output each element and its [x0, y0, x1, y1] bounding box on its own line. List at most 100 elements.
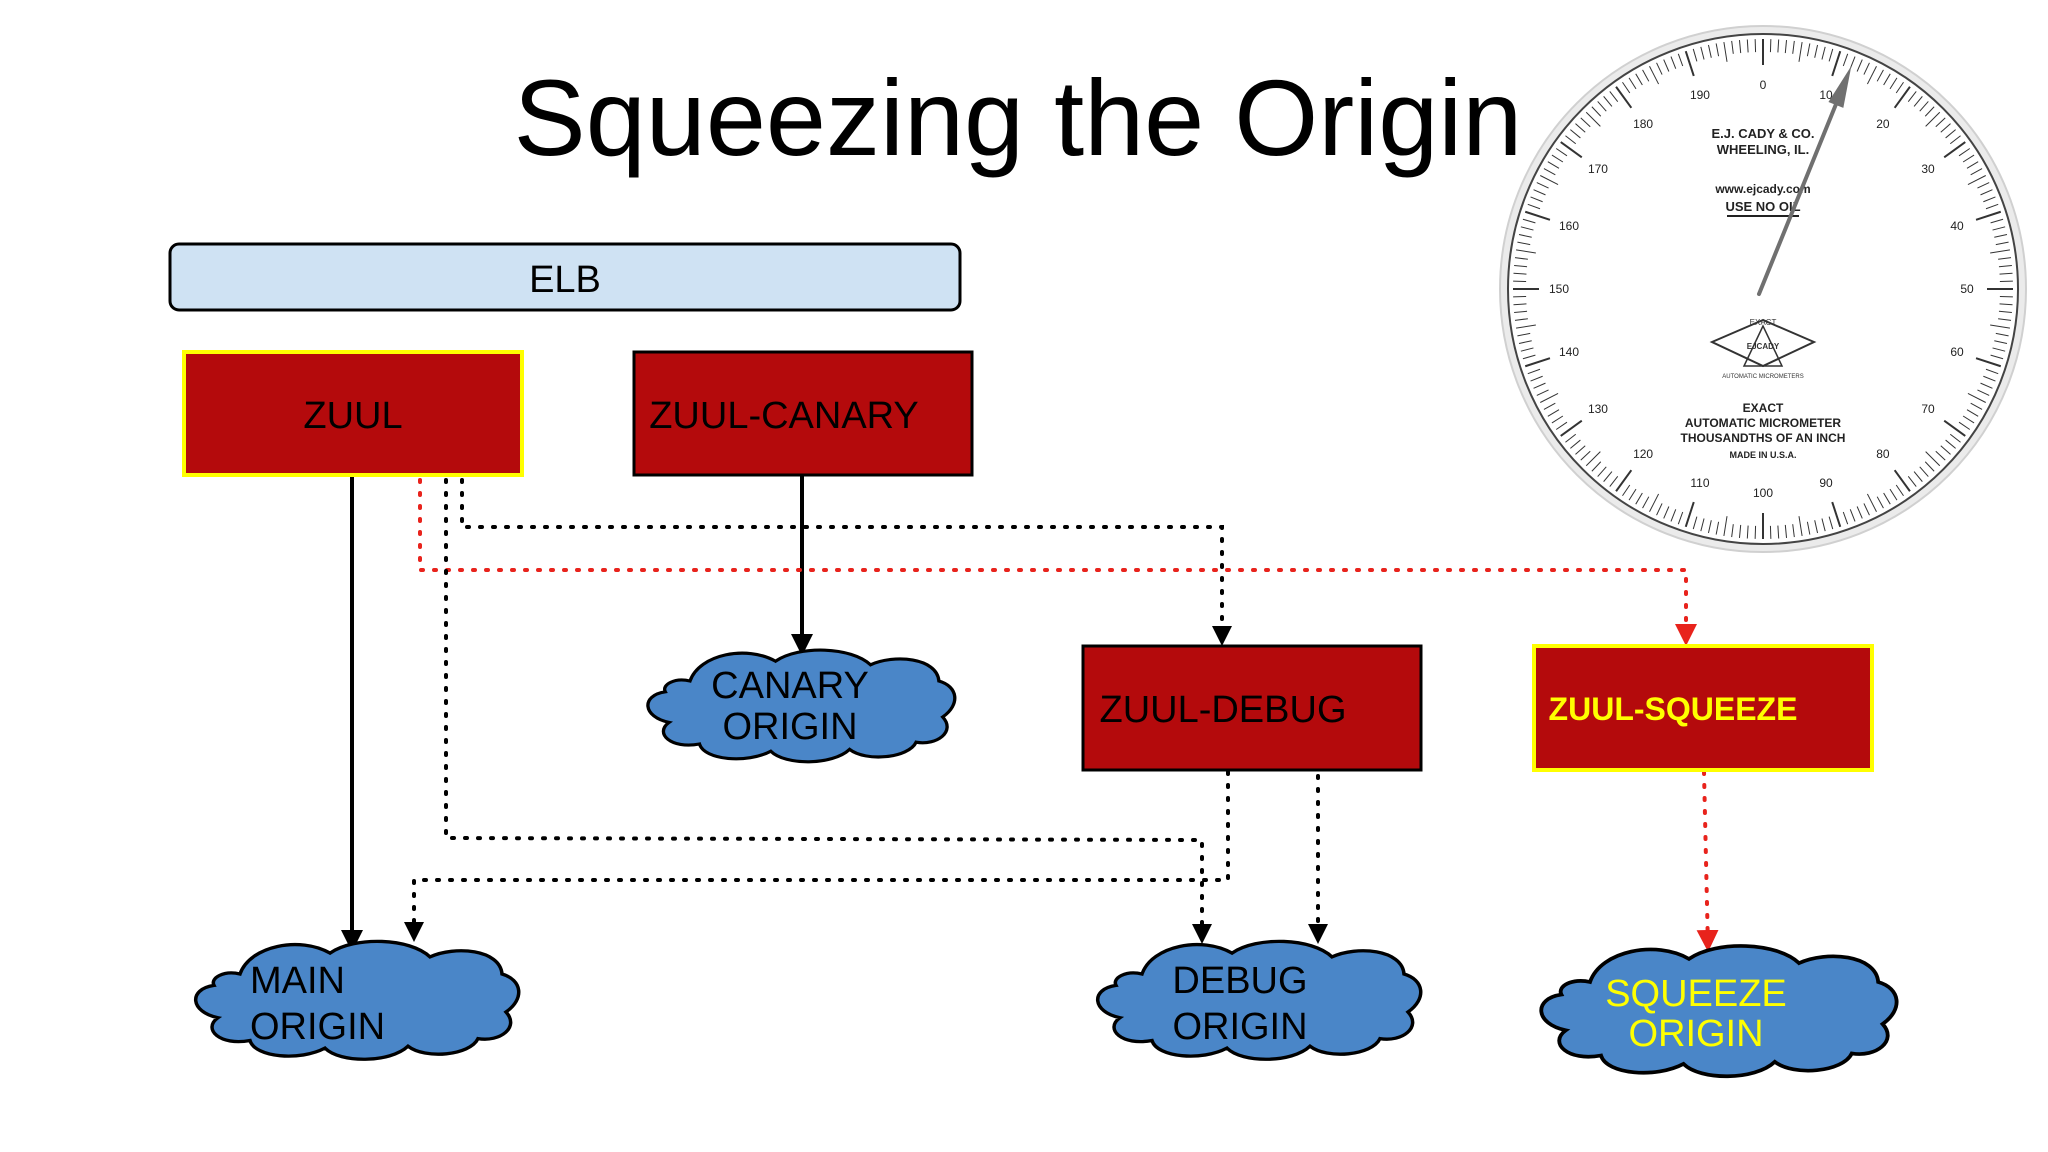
dial-tick — [1723, 41, 1728, 62]
dial-origin: MADE IN U.S.A. — [1729, 450, 1796, 460]
dial-tick — [1670, 509, 1677, 522]
dial-tick — [1962, 154, 1975, 163]
dial-tick — [1919, 466, 1929, 477]
dial-tick — [1723, 516, 1728, 537]
dial-tick — [1540, 392, 1559, 403]
dial-tick — [1907, 91, 1917, 103]
dial-tick — [1692, 48, 1698, 62]
dial-tick — [1628, 77, 1637, 90]
dial-tick — [1842, 511, 1849, 525]
dial-tick — [1540, 175, 1559, 186]
dial-tick — [1656, 503, 1663, 516]
dial-scale-label: 70 — [1921, 402, 1935, 416]
zuul-canary-box: ZUUL-CANARY — [632, 350, 974, 477]
debug-origin-line2: ORIGIN — [1172, 1006, 1307, 1048]
dial-scale-label: 140 — [1559, 345, 1579, 359]
dial-tick — [1806, 43, 1811, 57]
dial-tick — [1828, 516, 1834, 530]
dial-tick — [1635, 492, 1643, 505]
dial-tick — [1517, 241, 1531, 246]
dial-tick — [1692, 516, 1698, 530]
dial-tick — [1551, 415, 1564, 424]
dial-tick — [1642, 69, 1650, 82]
dial-tick — [1792, 40, 1795, 54]
dial-scale-label: 50 — [1960, 282, 1974, 296]
dial-tick — [1995, 332, 2009, 337]
dial-tick — [1999, 272, 2013, 275]
dial-tick — [1615, 86, 1633, 109]
dial-tick — [1940, 445, 1951, 455]
dial-logo-bottom: AUTOMATIC MICROMETERS — [1722, 374, 1803, 380]
zuul-label: ZUUL — [303, 395, 402, 437]
dial-tick — [1966, 409, 1979, 417]
dial-tick — [1828, 48, 1834, 62]
dial-tick — [1585, 451, 1601, 467]
dial-tick — [1821, 518, 1826, 532]
dial-tick — [1994, 233, 2008, 238]
dial-tick — [1527, 203, 1541, 210]
dial-tick — [1649, 493, 1660, 512]
page-title: Squeezing the Origin — [514, 57, 1523, 178]
dial-tick — [1998, 318, 2012, 321]
dial-scale-label: 180 — [1633, 117, 1653, 131]
dial-tick — [1585, 111, 1601, 127]
dial-tick — [1520, 347, 1534, 352]
zuul-squeeze-box: ZUUL-SQUEEZE — [1532, 644, 1874, 772]
dial-tick — [1814, 520, 1819, 534]
dial-caption-line2: AUTOMATIC MICROMETER — [1685, 416, 1842, 430]
dial-maker-line1: E.J. CADY & CO. — [1711, 126, 1814, 141]
dial-tick — [1883, 73, 1891, 86]
zuul-debug-box: ZUUL-DEBUG — [1081, 644, 1423, 772]
dial-scale-label: 0 — [1760, 78, 1767, 92]
canary-origin-line1: CANARY — [711, 665, 869, 707]
dial-scale-label: 150 — [1549, 282, 1569, 296]
dial-tick — [1518, 233, 1532, 238]
dial-tick — [1609, 91, 1619, 103]
dial-tick — [1520, 226, 1534, 231]
dial-tick — [1536, 389, 1549, 396]
dial-tick — [1514, 310, 1528, 314]
dial-tick — [1543, 402, 1556, 410]
dial-tick — [1814, 44, 1819, 58]
dial-tick — [1925, 451, 1941, 467]
dial-tick — [1983, 196, 1996, 203]
dial-tick — [1514, 264, 1528, 268]
dial-tick — [1983, 375, 1996, 382]
squeeze-origin-line1: SQUEEZE — [1605, 973, 1787, 1015]
debug-origin-line1: DEBUG — [1172, 960, 1307, 1002]
elb-label: ELB — [529, 259, 601, 301]
dial-tick — [1700, 46, 1705, 60]
dial-scale-labels: 0102030405060708090100110120130140150160… — [1549, 78, 1974, 500]
dial-scale-label: 130 — [1588, 402, 1608, 416]
connector-debug-main-origin — [404, 770, 1230, 942]
dial-needle-tip — [1828, 65, 1852, 108]
dial-tick — [1889, 77, 1898, 90]
dial-warning: USE NO OIL — [1725, 199, 1800, 214]
dial-tick — [1642, 496, 1650, 509]
dial-tick — [1876, 69, 1884, 82]
dial-tick — [1513, 303, 1527, 306]
zuul-debug-label: ZUUL-DEBUG — [1099, 689, 1346, 731]
dial-tick — [1663, 59, 1670, 72]
dial-tick — [1738, 524, 1742, 538]
dial-tick — [1992, 347, 2006, 352]
dial-tick — [1591, 461, 1602, 472]
dial-tick — [1907, 475, 1917, 487]
dial-tick — [1580, 117, 1591, 128]
dial-scale-label: 60 — [1950, 345, 1964, 359]
dial-tick — [1707, 44, 1712, 58]
dial-tick — [1831, 50, 1842, 77]
dial-tick — [1547, 409, 1560, 417]
dial-scale-label: 40 — [1950, 219, 1964, 233]
dial-scale-label: 120 — [1633, 447, 1653, 461]
dial-tick — [1565, 433, 1577, 443]
dial-tick — [1970, 168, 1983, 176]
dial-tick — [1895, 81, 1904, 94]
zuul-squeeze-label: ZUUL-SQUEEZE — [1549, 691, 1798, 727]
dial-tick — [1515, 324, 1536, 329]
dial-tick — [1998, 257, 2012, 260]
dial-ticks — [1513, 39, 2013, 539]
dial-tick — [1856, 506, 1863, 519]
dial-tick — [1949, 135, 1961, 145]
